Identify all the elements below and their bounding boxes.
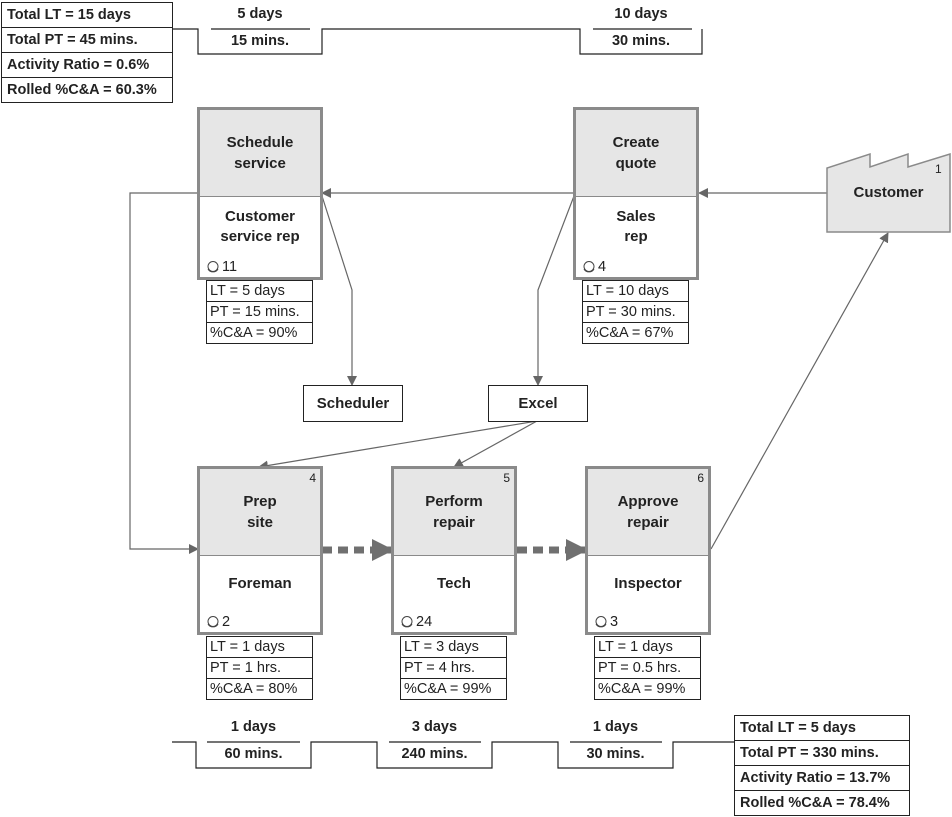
- top-timeline-process-time-2: 30 mins.: [611, 33, 671, 49]
- top-rolled-ca: Rolled %C&A = 60.3%: [7, 82, 157, 98]
- process-role: Customer service rep: [220, 208, 300, 245]
- process-title-area: Approve repair: [588, 469, 708, 556]
- operator-count: 11: [222, 259, 238, 275]
- process-role: Tech: [437, 575, 471, 592]
- process-time: PT = 0.5 hrs.: [595, 658, 700, 679]
- process-role: Sales rep: [616, 208, 656, 245]
- operator-count: 3: [610, 614, 619, 630]
- lead-time: LT = 5 days: [207, 281, 312, 302]
- process-role: Foreman: [228, 575, 292, 592]
- process-box-approve-repair[interactable]: Approve repair 6 Inspector 3: [585, 466, 711, 635]
- process-title: Create quote: [612, 134, 660, 172]
- bottom-summary-table: Total LT = 5 days Total PT = 330 mins. A…: [734, 715, 910, 816]
- process-number: 6: [697, 471, 704, 485]
- process-title-area: Schedule service: [200, 110, 320, 197]
- lead-time: LT = 1 days: [207, 637, 312, 658]
- process-role: Inspector: [614, 575, 682, 592]
- process-operators: 11: [206, 258, 237, 276]
- bottom-timeline-lead-time-1: 1 days: [230, 719, 277, 735]
- percent-complete-accurate: %C&A = 67%: [586, 325, 674, 341]
- connector-approve-repair-to-customer: [710, 232, 889, 550]
- bottom-timeline-lead-time-3: 1 days: [592, 719, 639, 735]
- process-role-area: Inspector: [588, 556, 708, 612]
- lead-time: LT = 1 days: [595, 637, 700, 658]
- operator-icon: [401, 616, 413, 628]
- data-box-schedule-service: LT = 5 days PT = 15 mins. %C&A = 90%: [206, 280, 313, 344]
- bottom-timeline-line: [172, 741, 736, 769]
- top-timeline-lead-time-1: 5 days: [237, 6, 283, 22]
- process-title: Schedule service: [226, 134, 294, 172]
- top-total-pt: Total PT = 45 mins.: [2, 28, 172, 53]
- customer-label: Customer: [853, 184, 924, 201]
- bottom-total-pt: Total PT = 330 mins.: [735, 741, 909, 766]
- process-box-schedule-service[interactable]: Schedule service Customer service rep 11: [197, 107, 323, 280]
- process-role-area: Sales rep: [576, 197, 696, 257]
- connector-schedule-service-to-prep-site: [129, 192, 199, 554]
- bottom-timeline-process-time-2: 240 mins.: [401, 746, 468, 762]
- bottom-activity-ratio: Activity Ratio = 13.7%: [735, 766, 909, 791]
- top-total-lt: Total LT = 15 days: [2, 3, 172, 28]
- operator-icon: [207, 261, 219, 273]
- process-operators: 2: [206, 613, 230, 631]
- process-time: PT = 4 hrs.: [401, 658, 506, 679]
- data-box-create-quote: LT = 10 days PT = 30 mins. %C&A = 67%: [582, 280, 689, 344]
- bottom-timeline-process-time-3: 30 mins.: [586, 746, 645, 762]
- bottom-timeline-lead-time-2: 3 days: [411, 719, 458, 735]
- process-number: 4: [309, 471, 316, 485]
- operator-count: 4: [598, 259, 607, 275]
- system-box-excel[interactable]: Excel: [488, 385, 588, 422]
- process-box-perform-repair[interactable]: Perform repair 5 Tech 24: [391, 466, 517, 635]
- process-box-create-quote[interactable]: Create quote Sales rep 4: [573, 107, 699, 280]
- system-label: Excel: [518, 395, 558, 412]
- process-time: PT = 15 mins.: [207, 302, 312, 323]
- process-title-area: Prep site: [200, 469, 320, 556]
- operator-icon: [595, 616, 607, 628]
- data-box-prep-site: LT = 1 days PT = 1 hrs. %C&A = 80%: [206, 636, 313, 700]
- process-time: PT = 1 hrs.: [207, 658, 312, 679]
- percent-complete-accurate: %C&A = 99%: [404, 681, 492, 697]
- percent-complete-accurate: %C&A = 99%: [598, 681, 686, 697]
- process-box-prep-site[interactable]: Prep site 4 Foreman 2: [197, 466, 323, 635]
- process-title-area: Create quote: [576, 110, 696, 197]
- operator-count: 24: [416, 614, 433, 630]
- top-timeline-lead-time-2: 10 days: [614, 6, 668, 22]
- system-label: Scheduler: [316, 395, 390, 412]
- customer-factory-shape: [826, 152, 951, 233]
- top-timeline-line: [172, 28, 703, 55]
- data-box-perform-repair: LT = 3 days PT = 4 hrs. %C&A = 99%: [400, 636, 507, 700]
- process-title: Perform repair: [425, 493, 483, 531]
- top-activity-ratio: Activity Ratio = 0.6%: [2, 53, 172, 78]
- top-timeline-process-time-1: 15 mins.: [230, 33, 290, 49]
- process-operators: 24: [400, 613, 432, 631]
- bottom-timeline-process-time-1: 60 mins.: [224, 746, 283, 762]
- system-box-scheduler[interactable]: Scheduler: [303, 385, 403, 422]
- operator-count: 2: [222, 614, 231, 630]
- process-operators: 3: [594, 613, 618, 631]
- process-operators: 4: [582, 258, 606, 276]
- connector-create-quote-to-excel: [533, 195, 575, 386]
- lead-time: LT = 3 days: [401, 637, 506, 658]
- process-role-area: Customer service rep: [200, 197, 320, 257]
- percent-complete-accurate: %C&A = 90%: [210, 325, 298, 341]
- process-title: Approve repair: [617, 493, 679, 531]
- operator-icon: [583, 261, 595, 273]
- lead-time: LT = 10 days: [583, 281, 688, 302]
- process-role-area: Foreman: [200, 556, 320, 612]
- process-role-area: Tech: [394, 556, 514, 612]
- connector-excel-to-prep-site: [258, 420, 538, 471]
- process-time: PT = 30 mins.: [583, 302, 688, 323]
- operator-icon: [207, 616, 219, 628]
- connector-schedule-service-to-scheduler: [321, 195, 357, 386]
- percent-complete-accurate: %C&A = 80%: [210, 681, 298, 697]
- process-title-area: Perform repair: [394, 469, 514, 556]
- process-title: Prep site: [243, 493, 277, 531]
- top-summary-table: Total LT = 15 days Total PT = 45 mins. A…: [1, 2, 173, 103]
- customer-number: 1: [935, 162, 942, 176]
- bottom-rolled-ca: Rolled %C&A = 78.4%: [740, 795, 890, 811]
- bottom-total-lt: Total LT = 5 days: [735, 716, 909, 741]
- process-number: 5: [503, 471, 510, 485]
- connector-excel-to-perform-repair: [453, 420, 538, 468]
- data-box-approve-repair: LT = 1 days PT = 0.5 hrs. %C&A = 99%: [594, 636, 701, 700]
